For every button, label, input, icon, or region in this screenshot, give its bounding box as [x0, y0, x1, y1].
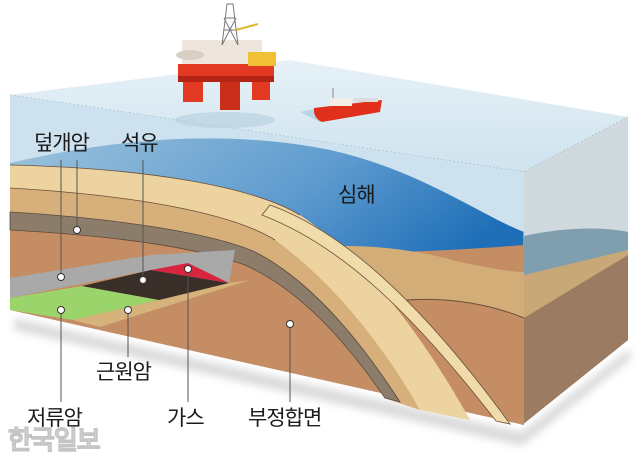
layer-line — [9, 187, 276, 241]
dark-band — [9, 211, 401, 403]
ship-illustration — [300, 88, 382, 122]
dot-gas — [184, 265, 192, 273]
dot-reservoir — [57, 306, 65, 314]
label-source-rock: 근원암 — [96, 360, 152, 384]
dot-cap-rock — [73, 226, 81, 234]
label-unconformity: 부정합면 — [248, 406, 322, 430]
label-gas: 가스 — [167, 406, 205, 430]
upper-tan-layer — [10, 188, 420, 410]
right-face-rock — [522, 255, 628, 425]
gas-pocket — [151, 263, 229, 283]
leader-dots — [57, 226, 294, 328]
cap-rock-gray-layer — [10, 250, 235, 298]
label-reservoir-rock: 저류암 — [27, 406, 83, 430]
leader-lines — [60, 160, 291, 402]
oil-pool — [82, 270, 229, 300]
top-light-layer — [10, 165, 470, 420]
dot-cap-rock-gray — [57, 273, 65, 281]
dot-unconformity — [286, 320, 294, 328]
unconformity-stripe — [261, 204, 511, 425]
dot-source — [124, 306, 132, 314]
label-oil: 석유 — [121, 131, 159, 155]
source-tan-strip — [73, 280, 250, 327]
label-deep-sea: 심해 — [338, 183, 376, 207]
label-cap-rock: 덮개암 — [34, 131, 90, 155]
watermark-logo: 한국일보 — [8, 426, 102, 457]
oil-platform-illustration — [175, 3, 276, 128]
dot-oil — [139, 276, 147, 284]
reservoir-rock-green — [10, 286, 159, 320]
layer-line — [9, 164, 301, 216]
